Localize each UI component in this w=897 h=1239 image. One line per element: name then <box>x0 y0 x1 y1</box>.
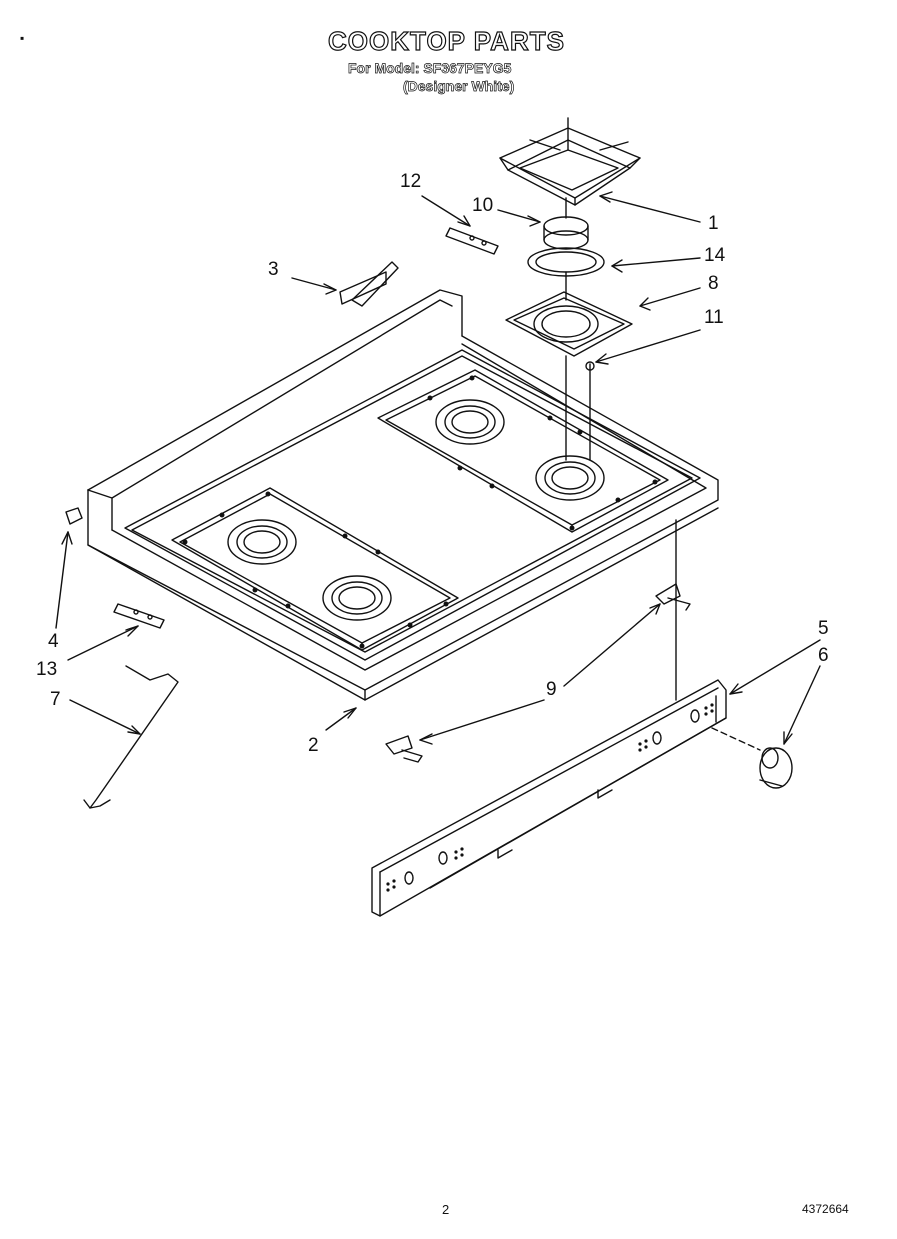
burner-grate <box>499 117 641 206</box>
callout-10: 10 <box>472 195 494 216</box>
panel-controls <box>386 703 714 892</box>
control-panel <box>371 679 727 917</box>
spring-clip-right <box>655 583 691 611</box>
document-number: 4372664 <box>802 1202 849 1216</box>
burner-rings <box>227 399 605 621</box>
clip-12 <box>445 227 499 255</box>
corner-mark: ▪ <box>20 31 25 45</box>
callout-13: 13 <box>36 659 58 680</box>
page-number: 2 <box>442 1202 450 1217</box>
support-rod <box>83 665 179 809</box>
leader-arrows <box>55 191 821 745</box>
spring-clip-left <box>385 735 423 763</box>
callout-9: 9 <box>546 679 557 700</box>
screw <box>585 361 595 461</box>
callout-5: 5 <box>818 618 829 639</box>
callout-8: 8 <box>708 273 719 294</box>
cooktop-body <box>65 289 719 701</box>
variant-line: (Designer White) <box>403 78 515 95</box>
callout-4: 4 <box>48 631 59 652</box>
page-title: COOKTOP PARTS <box>327 25 565 56</box>
callout-2: 2 <box>308 735 319 756</box>
callout-12: 12 <box>400 171 422 192</box>
hinge-bracket <box>339 261 399 307</box>
callout-3: 3 <box>268 259 279 280</box>
callout-11: 11 <box>704 307 724 328</box>
clip-13 <box>113 603 165 629</box>
callout-6: 6 <box>818 645 829 666</box>
assembly-centerlines <box>565 197 677 701</box>
burner-plate <box>505 291 633 357</box>
callout-14: 14 <box>704 245 726 266</box>
callout-1: 1 <box>708 213 719 234</box>
callout-7: 7 <box>50 689 61 710</box>
model-line: For Model: SF367PEYG5 <box>348 60 512 77</box>
fastener-holes <box>182 375 658 649</box>
burner-cap <box>543 216 589 250</box>
control-knob <box>711 727 793 789</box>
